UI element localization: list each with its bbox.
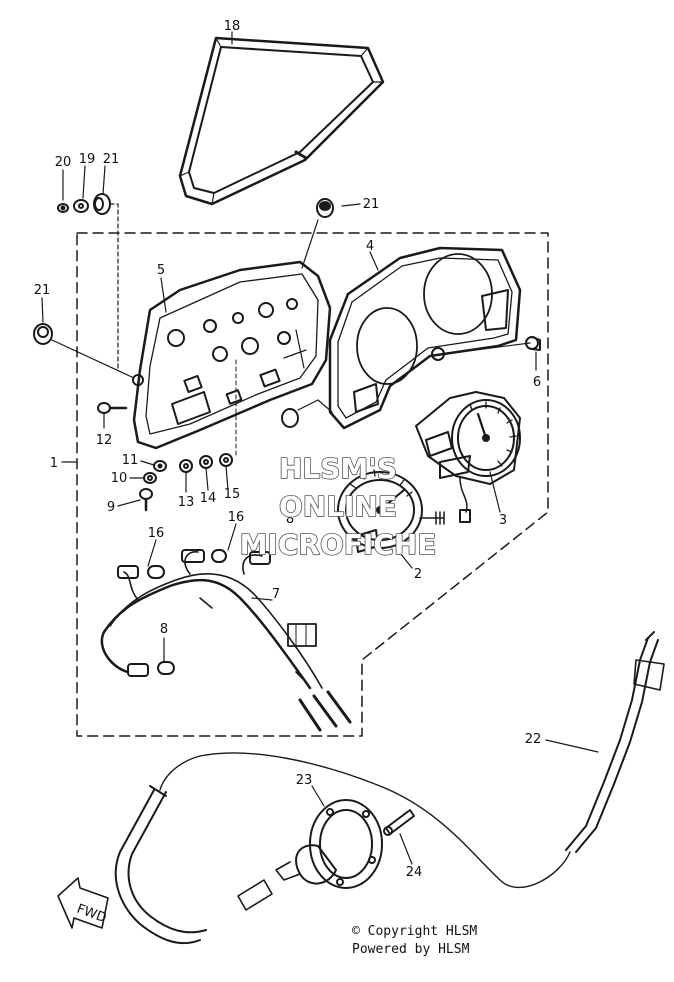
part-12-screw [97,402,128,414]
leader-21-left [51,339,135,379]
leader-spacer [297,399,333,413]
callout-13: 13 [178,495,195,510]
part-23-gear-unit [275,799,383,889]
callout-labels: 18 20 19 21 21 5 4 21 6 12 11 10 9 13 14… [34,19,542,880]
callout-22: 22 [525,732,542,747]
callout-24: 24 [406,865,423,880]
part-21-grommet-right [316,198,334,218]
watermark: HLSM'S ONLINE MICROFICHE [239,451,437,562]
copyright-text: © Copyright HLSM [352,924,478,939]
callout-12: 12 [96,433,113,448]
fwd-label: FWD [75,902,109,926]
callout-21-top: 21 [103,152,120,167]
part-6-collar [525,336,541,351]
callout-14: 14 [200,491,217,506]
callout-23: 23 [296,773,313,788]
callout-19: 19 [79,152,96,167]
part-21-spacer-center [281,408,299,428]
callout-2: 2 [414,567,422,582]
powered-by-text: Powered by HLSM [352,942,470,957]
part-14-washer [199,455,213,469]
callout-3: 3 [499,513,507,528]
part-2-meter [337,469,445,553]
part-10-washer [143,472,157,484]
callout-4: 4 [366,239,374,254]
fwd-arrow-icon: FWD [57,877,109,929]
part-16-bulb-right [181,549,271,565]
part-11-nut [153,460,167,472]
watermark-line-2: ONLINE [279,490,397,523]
callout-21-right: 21 [363,197,380,212]
part-21-grommet-top [93,193,111,215]
callout-10: 10 [111,471,128,486]
callout-8: 8 [160,622,168,637]
callout-15: 15 [224,487,241,502]
leader-21-to-case [109,203,119,371]
part-19-washer [73,199,89,213]
leader-6 [443,342,531,355]
callout-21-left: 21 [34,283,51,298]
leader-21-right [301,219,319,269]
callout-16-left: 16 [148,526,165,541]
callout-5: 5 [157,263,165,278]
callout-1: 1 [50,456,58,471]
part-18-seal [178,36,385,206]
watermark-line-3: MICROFICHE [240,528,437,561]
part-22-speedometer-cable [114,631,665,945]
part-8-bulb [127,661,175,677]
callout-18: 18 [224,19,241,34]
part-3-meter [415,391,521,523]
part-16-bulb-left [117,565,165,579]
callout-8-top: 8 [286,512,294,527]
part-9-bolt [139,488,153,512]
callout-7: 7 [272,587,280,602]
part-21-grommet-left [33,323,53,345]
part-20-nut [57,203,69,213]
part-24-pin [383,809,415,836]
part-15-nut [219,453,233,467]
part-13-collar [179,459,193,473]
callout-11: 11 [122,453,139,468]
part-5-lower-case [132,260,332,450]
callout-6: 6 [533,375,541,390]
part-7-wire-harness [100,551,352,732]
watermark-line-1: HLSM'S [279,452,397,485]
leader-lines [41,31,599,865]
callout-16-right: 16 [228,510,245,525]
callout-9: 9 [107,500,115,515]
callout-20: 20 [55,155,72,170]
assembly-boundary [76,232,549,737]
